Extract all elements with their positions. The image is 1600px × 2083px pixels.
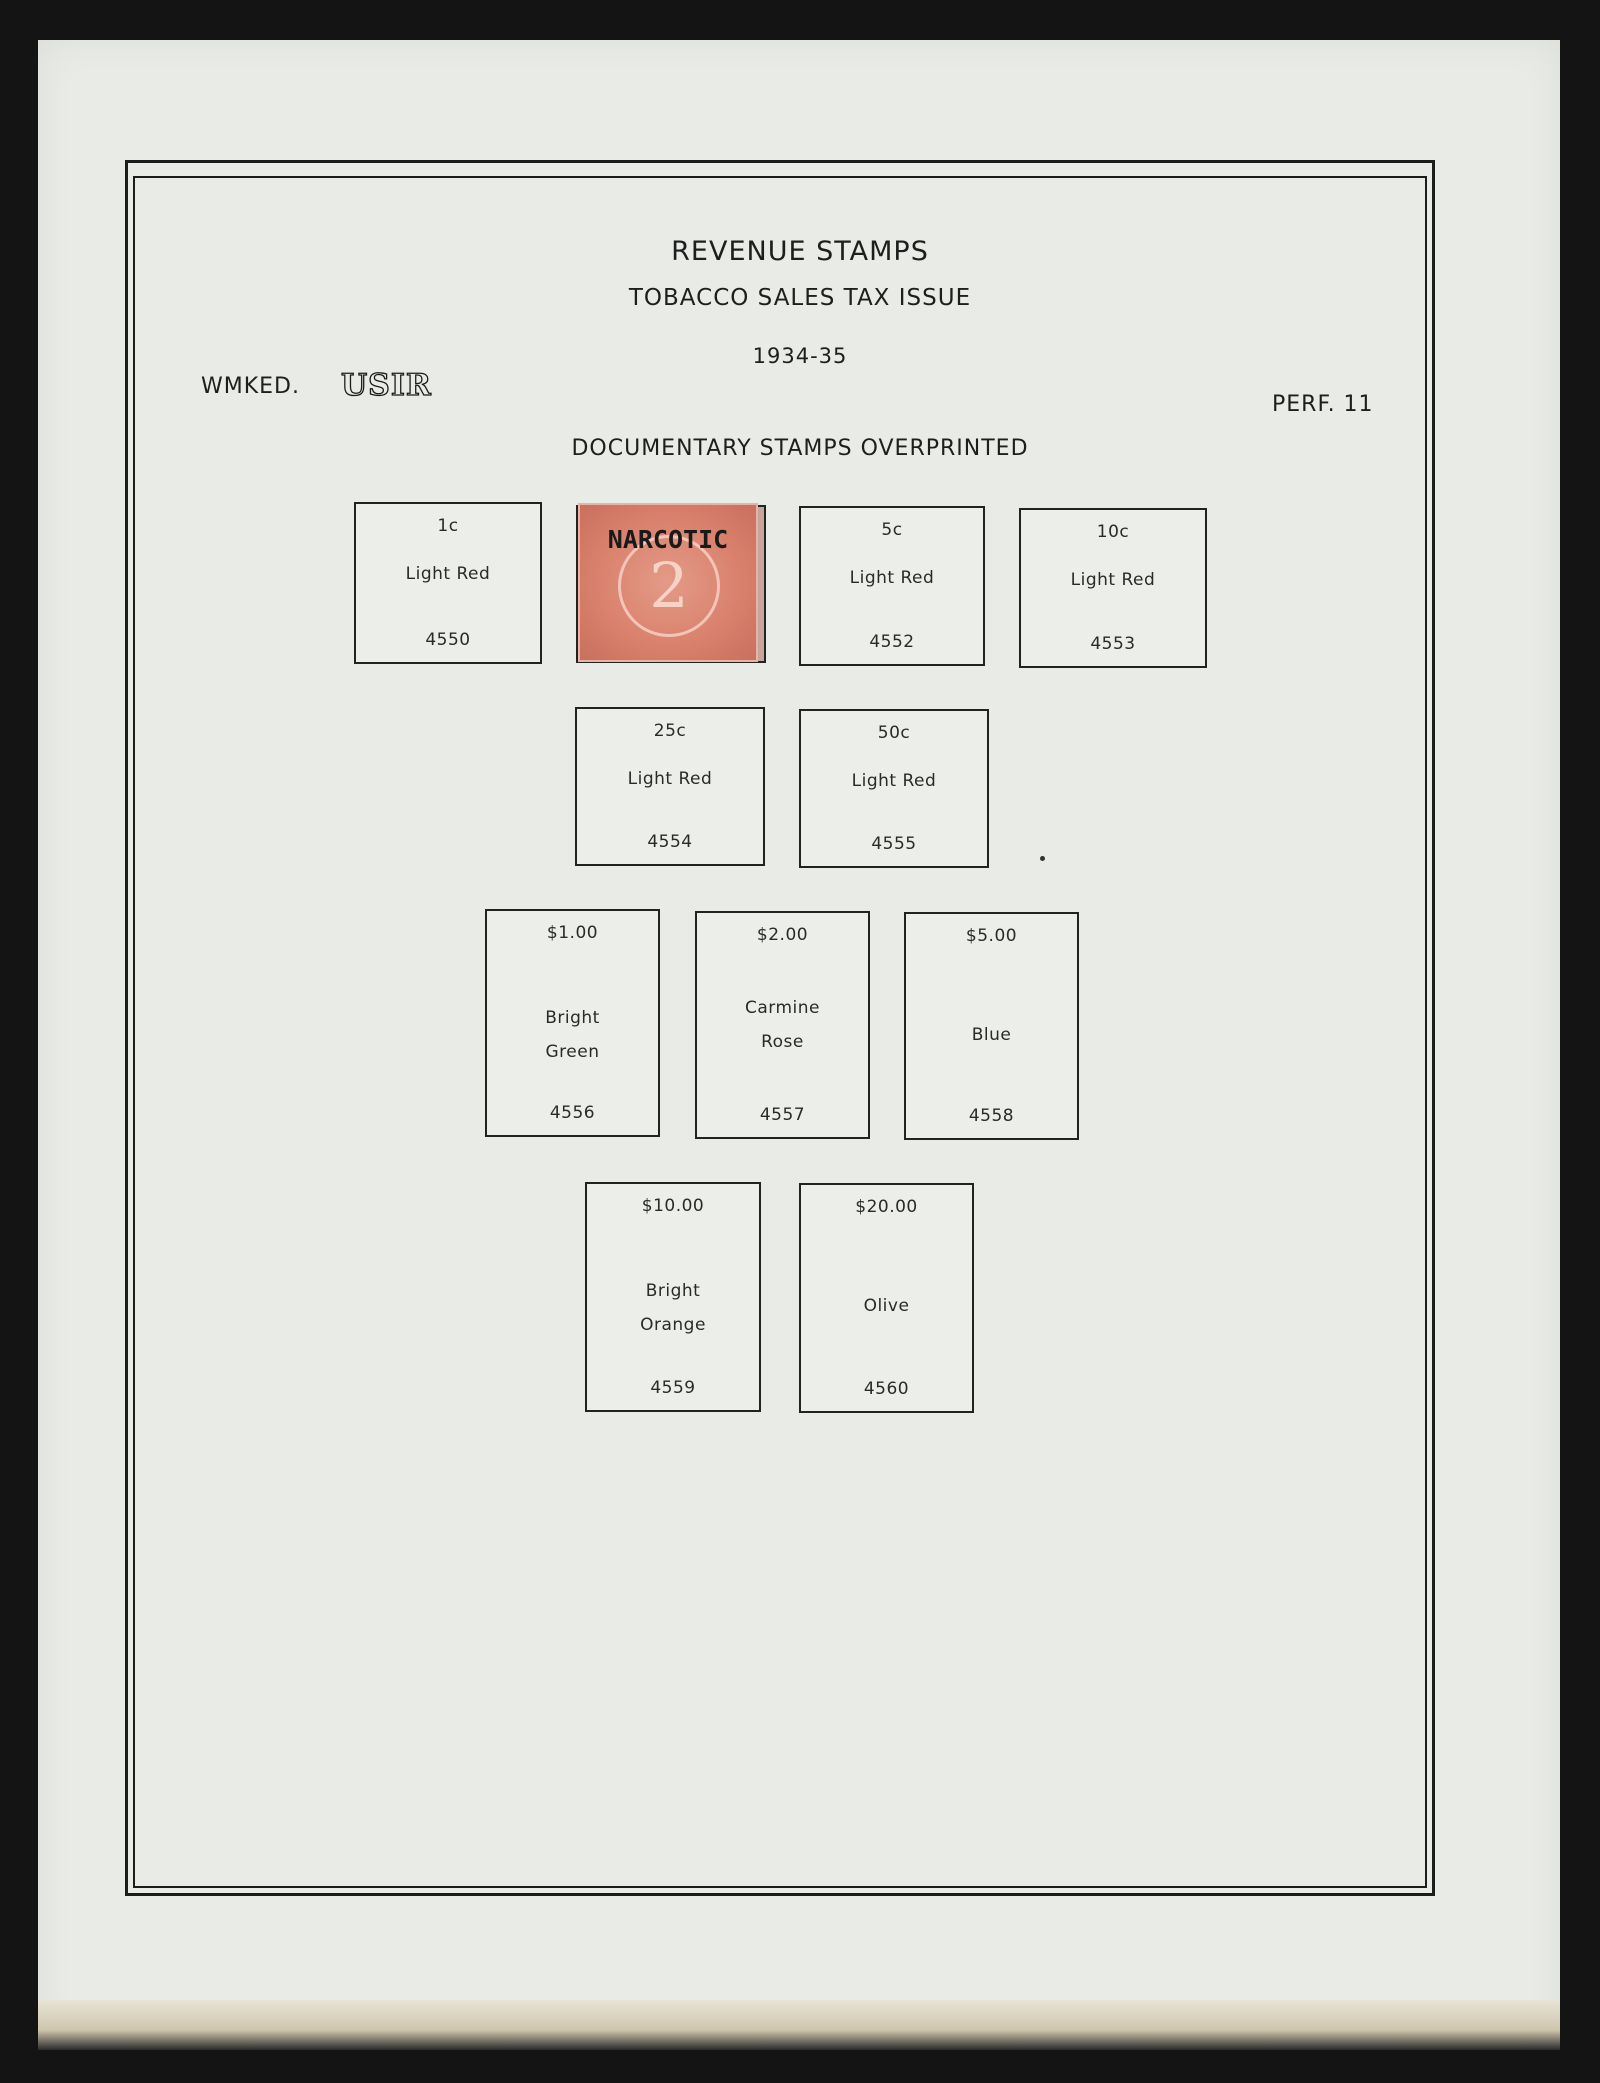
stamp-box-4559: $10.00 Bright Orange 4559 [585, 1182, 761, 1412]
stamp-color: Light Red [405, 564, 491, 584]
stamp-color-line: Rose [761, 1032, 804, 1052]
stamp-color-line: Green [545, 1042, 600, 1062]
stamp-value: $1.00 [546, 923, 599, 943]
stamp-overprint: NARCOTIC [607, 525, 729, 554]
perforation-label: PERF. 11 [1272, 392, 1374, 417]
stamp-color: Light Red [1070, 570, 1156, 590]
stamp-numeral: 2 [618, 535, 720, 637]
stamp-box-4560: $20.00 Olive 4560 [799, 1183, 974, 1413]
stamp-value: $2.00 [756, 925, 809, 945]
inner-frame [133, 176, 1427, 1888]
stamp-value: $20.00 [855, 1197, 918, 1217]
stamp-value: 50c [877, 723, 911, 743]
stamp-color-line: Bright [645, 1281, 701, 1301]
catalog-number: 4559 [650, 1378, 696, 1398]
catalog-number: 4553 [1090, 634, 1136, 654]
issue-years: 1934-35 [752, 344, 848, 368]
stamp-value: $5.00 [965, 926, 1018, 946]
catalog-number: 4558 [968, 1106, 1015, 1126]
page-title: REVENUE STAMPS [671, 236, 929, 267]
stamp-color: Bright Orange [587, 1274, 759, 1342]
catalog-number: 4552 [869, 632, 915, 652]
watermark-mark: USIR [340, 367, 432, 403]
ink-speck [1040, 856, 1045, 861]
stamp-box-4557: $2.00 Carmine Rose 4557 [695, 911, 870, 1139]
section-title: DOCUMENTARY STAMPS OVERPRINTED [571, 436, 1029, 461]
page-edge [38, 2000, 1560, 2050]
catalog-number: 4550 [425, 630, 471, 650]
catalog-number: 4556 [549, 1103, 596, 1123]
catalog-number: 4560 [863, 1379, 910, 1399]
stamp-color-line: Orange [640, 1315, 706, 1335]
stamp-box-4554: 25c Light Red 4554 [575, 707, 765, 866]
stamp-color: Carmine Rose [697, 991, 868, 1059]
stamp-color: Light Red [851, 771, 937, 791]
page-subtitle: TOBACCO SALES TAX ISSUE [628, 285, 972, 311]
stamp-box-4556: $1.00 Bright Green 4556 [485, 909, 660, 1137]
stamp-value: 1c [437, 516, 459, 536]
stamp-value: $10.00 [641, 1196, 705, 1216]
stamp-value: 25c [653, 721, 687, 741]
catalog-number: 4555 [871, 834, 917, 854]
stamp-box-4553: 10c Light Red 4553 [1019, 508, 1207, 668]
catalog-number: 4557 [759, 1105, 806, 1125]
stamp-value: 5c [881, 520, 903, 540]
stamp-box-4555: 50c Light Red 4555 [799, 709, 989, 868]
stamp-color: Olive [863, 1296, 910, 1316]
catalog-number: 4554 [647, 832, 693, 852]
stamp-color-line: Carmine [745, 998, 820, 1018]
stamp-color: Light Red [627, 769, 713, 789]
stamp-value: 10c [1096, 522, 1130, 542]
stamp-box-4558: $5.00 Blue 4558 [904, 912, 1079, 1140]
stamp-color-line: Bright [545, 1008, 600, 1028]
stamp-color: Bright Green [487, 1001, 658, 1069]
watermark-label: WMKED. [201, 374, 300, 399]
outer-frame [125, 160, 1435, 1896]
stamp-box-4550: 1c Light Red 4550 [354, 502, 542, 664]
stamp-color: Light Red [849, 568, 935, 588]
stamp-color: Blue [971, 1025, 1012, 1045]
stamp-box-4552: 5c Light Red 4552 [799, 506, 985, 666]
